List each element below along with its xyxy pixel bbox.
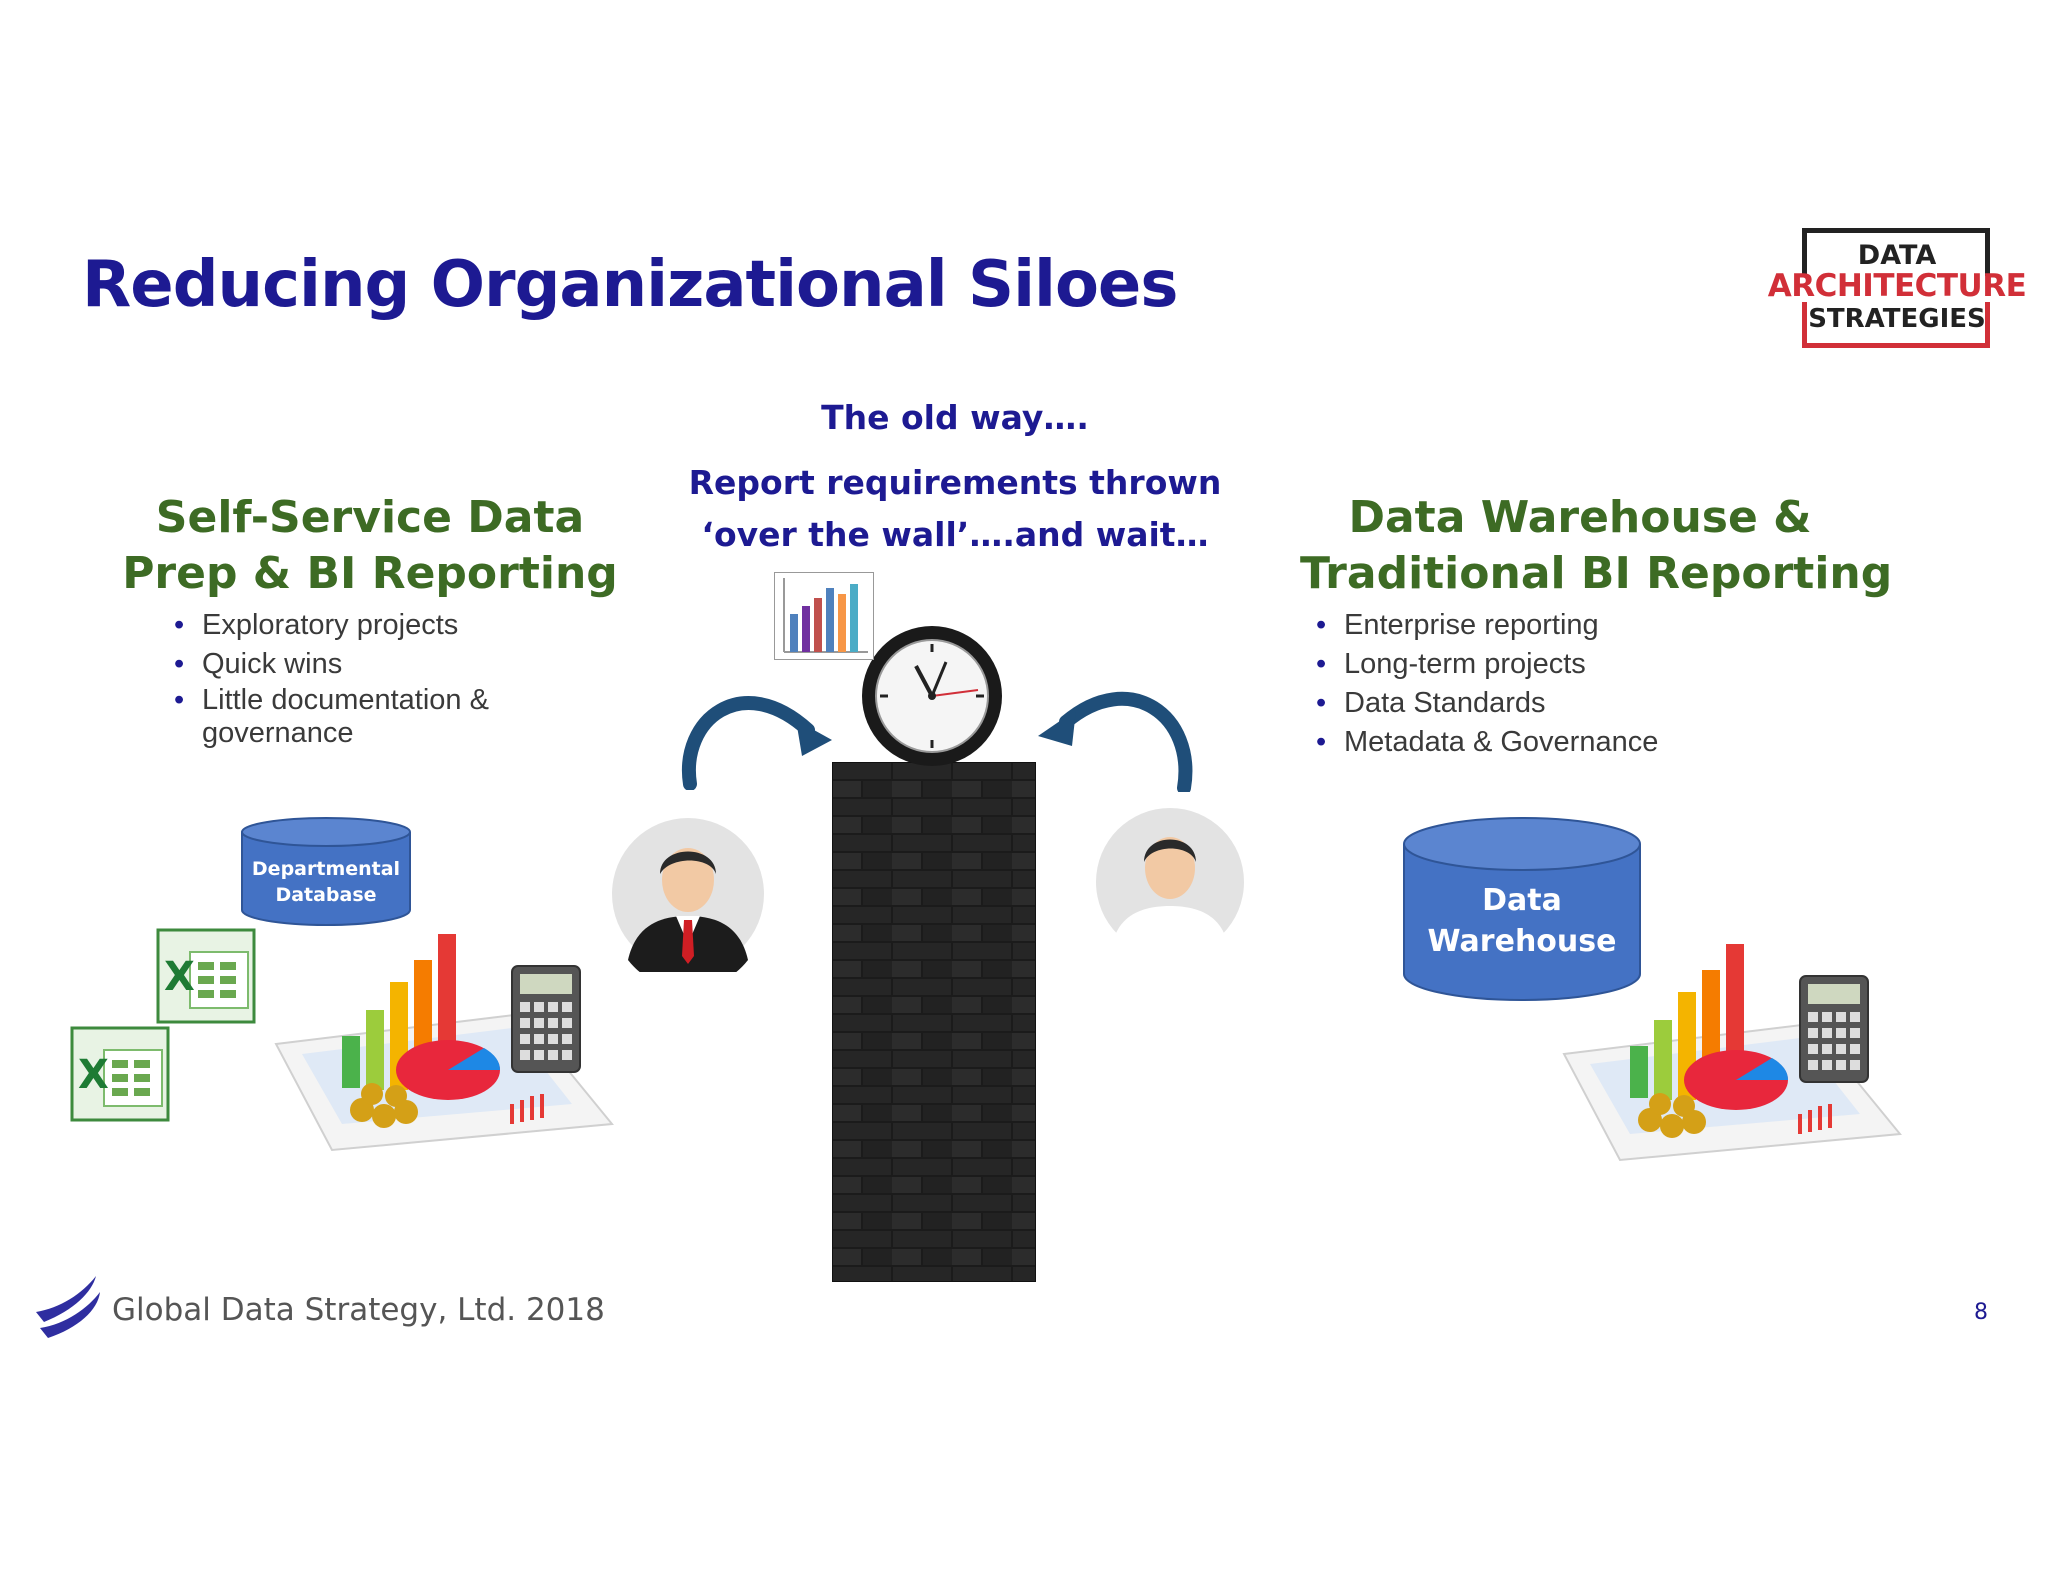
- clock-icon: [862, 626, 1002, 766]
- footer-text: Global Data Strategy, Ltd. 2018: [112, 1292, 605, 1328]
- old-way-caption: The old way….: [821, 398, 1089, 437]
- calculator-icon: [1799, 975, 1869, 1083]
- svg-text:X: X: [164, 954, 195, 1000]
- departmental-database-label-line1: Departmental: [251, 858, 401, 880]
- departmental-database-label-line2: Database: [275, 884, 377, 906]
- excel-icon: X: [156, 928, 256, 1024]
- list-item: Data Standards: [1312, 684, 1832, 723]
- analyst-avatar: [1096, 808, 1244, 958]
- global-data-strategy-logo: [36, 1276, 100, 1338]
- list-item: Long-term projects: [1312, 645, 1832, 684]
- bar-chart-icon: [774, 572, 874, 660]
- logo-frame-bottom: [1802, 302, 1990, 348]
- left-heading: Self-Service Data Prep & BI Reporting: [120, 490, 620, 602]
- right-heading-line1: Data Warehouse &: [1348, 492, 1812, 543]
- right-heading-line2: Traditional BI Reporting: [1300, 548, 1893, 599]
- left-curved-arrow: [681, 696, 832, 790]
- calculator-icon: [511, 965, 581, 1073]
- slide-title: Reducing Organizational Siloes: [82, 248, 1178, 322]
- right-heading: Data Warehouse & Traditional BI Reportin…: [1300, 490, 1893, 602]
- list-item: Quick wins: [170, 645, 600, 684]
- businessman-avatar: [612, 818, 764, 972]
- data-warehouse-cylinder-icon: [1403, 817, 1641, 1001]
- pie-chart-icon: [1684, 1050, 1789, 1110]
- right-bullet-list: Enterprise reporting Long-term projects …: [1312, 606, 1832, 762]
- database-cylinder-icon: [241, 817, 411, 926]
- list-item: Metadata & Governance: [1312, 723, 1832, 762]
- logo-text-architecture: ARCHITECTURE: [1767, 268, 2027, 304]
- brick-wall: [832, 762, 1036, 1282]
- report-caption-line1: Report requirements thrown: [688, 463, 1222, 502]
- page-number: 8: [1974, 1300, 1988, 1325]
- data-warehouse-cylinder: Data Warehouse: [1402, 816, 1642, 1002]
- logo-text-data: DATA: [1857, 240, 1937, 271]
- logo-text-strategies: STRATEGIES: [1808, 304, 1986, 334]
- left-bullet-list: Exploratory projects Quick wins Little d…: [170, 606, 600, 750]
- right-curved-arrow: [1038, 691, 1193, 792]
- list-item: Little documentation & governance: [170, 684, 600, 750]
- data-warehouse-label-line2: Warehouse: [1427, 924, 1617, 959]
- list-item: Enterprise reporting: [1312, 606, 1832, 645]
- pie-chart-icon: [396, 1040, 501, 1100]
- data-warehouse-label-line1: Data: [1482, 883, 1562, 918]
- analytics-illustration-right: [1562, 944, 1902, 1162]
- data-architecture-strategies-logo: DATA ARCHITECTURE STRATEGIES: [1762, 228, 2032, 348]
- analytics-illustration-left: [274, 934, 614, 1152]
- report-caption-line2: ‘over the wall’….and wait…: [701, 515, 1209, 554]
- svg-text:X: X: [78, 1052, 109, 1098]
- departmental-database-cylinder: Departmental Database: [240, 816, 412, 928]
- excel-icon: X: [70, 1026, 170, 1122]
- left-heading-line1: Self-Service Data: [155, 492, 585, 543]
- logo-frame-top: [1802, 228, 1990, 276]
- left-heading-line2: Prep & BI Reporting: [122, 548, 618, 599]
- list-item: Exploratory projects: [170, 606, 600, 645]
